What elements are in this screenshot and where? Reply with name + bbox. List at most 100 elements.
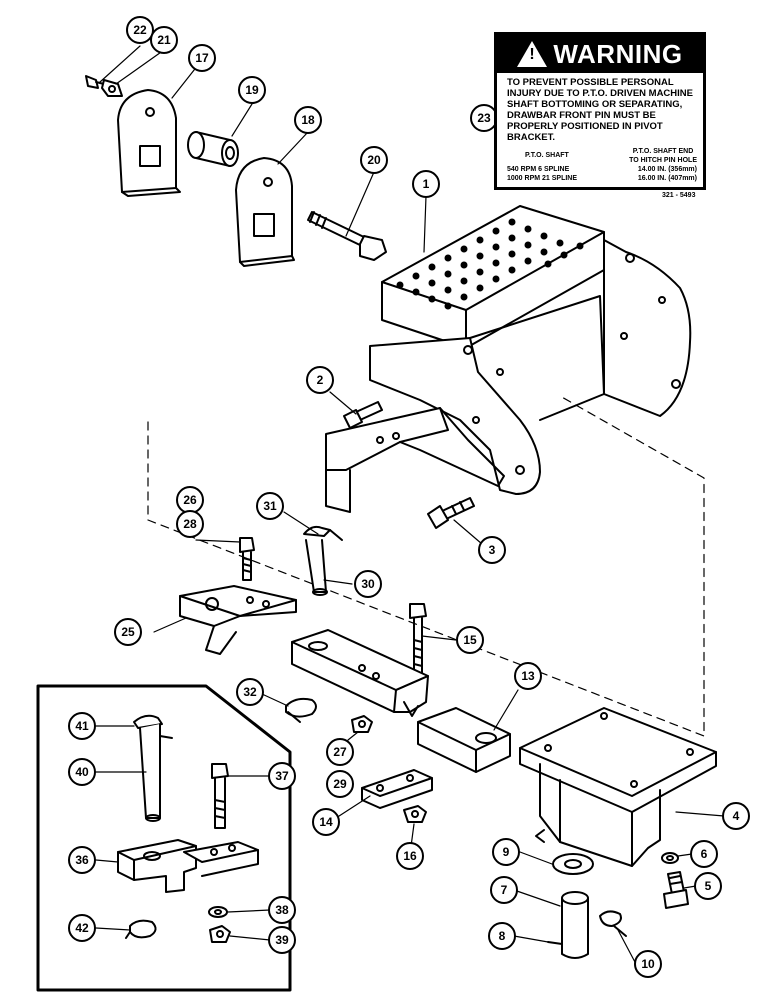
warning-col2-header-line2: TO HITCH PIN HOLE <box>629 157 697 164</box>
callout-26: 26 <box>176 486 204 514</box>
callout-14: 14 <box>312 808 340 836</box>
warning-row2-left: 1000 RPM 21 SPLINE <box>507 175 578 182</box>
callout-6: 6 <box>690 840 718 868</box>
svg-text:32: 32 <box>243 685 257 699</box>
svg-text:27: 27 <box>333 745 347 759</box>
callout-15: 15 <box>456 626 484 654</box>
callout-13: 13 <box>514 662 542 690</box>
svg-text:10: 10 <box>641 957 655 971</box>
warning-decal: WARNING TO PREVENT POSSIBLE PERSONAL INJ… <box>494 32 706 190</box>
callout-2: 2 <box>306 366 334 394</box>
part-40-pin <box>133 714 173 822</box>
callout-19: 19 <box>238 76 266 104</box>
part-20-bolt <box>307 211 387 261</box>
callout-8: 8 <box>488 922 516 950</box>
warning-table-header: P.T.O. SHAFT P.T.O. SHAFT END TO HITCH P… <box>507 147 697 165</box>
svg-text:15: 15 <box>463 633 477 647</box>
part-19-bushing <box>187 131 239 167</box>
part-13-drawbar-rear <box>417 707 511 773</box>
part-16-nut <box>403 805 427 823</box>
svg-text:7: 7 <box>501 883 508 897</box>
callout-30: 30 <box>354 570 382 598</box>
warning-col1-header: P.T.O. SHAFT <box>525 152 569 159</box>
svg-text:6: 6 <box>701 847 708 861</box>
warning-text: TO PREVENT POSSIBLE PERSONAL INJURY DUE … <box>507 77 693 143</box>
part-36-bracket <box>117 839 259 893</box>
svg-text:23: 23 <box>477 111 491 125</box>
svg-text:14: 14 <box>319 815 333 829</box>
svg-text:38: 38 <box>275 903 289 917</box>
svg-text:8: 8 <box>499 929 506 943</box>
callout-20: 20 <box>360 146 388 174</box>
callout-4: 4 <box>722 802 750 830</box>
svg-text:1: 1 <box>423 177 430 191</box>
svg-text:22: 22 <box>133 23 147 37</box>
part-28-bolt <box>239 537 255 581</box>
part-42-clip <box>125 919 157 939</box>
callout-10: 10 <box>634 950 662 978</box>
warning-title: WARNING <box>553 38 683 69</box>
inset-frame <box>36 684 292 992</box>
svg-text:4: 4 <box>733 809 740 823</box>
svg-text:39: 39 <box>275 933 289 947</box>
svg-text:16: 16 <box>403 849 417 863</box>
callout-1: 1 <box>412 170 440 198</box>
callout-29: 29 <box>326 770 354 798</box>
part-37-bolt <box>211 763 229 829</box>
part-18-plate <box>235 157 295 267</box>
svg-text:9: 9 <box>503 845 510 859</box>
svg-text:21: 21 <box>157 33 171 47</box>
svg-text:3: 3 <box>489 543 496 557</box>
svg-text:30: 30 <box>361 577 375 591</box>
callout-41: 41 <box>68 712 96 740</box>
part-14-plate <box>361 769 433 809</box>
part-15-bolt <box>409 603 427 677</box>
callout-42: 42 <box>68 914 96 942</box>
svg-text:26: 26 <box>183 493 197 507</box>
part-30-pin <box>303 525 343 596</box>
part-27-nut <box>351 715 373 733</box>
callout-7: 7 <box>490 876 518 904</box>
svg-text:13: 13 <box>521 669 535 683</box>
svg-text:20: 20 <box>367 153 381 167</box>
svg-text:17: 17 <box>195 51 209 65</box>
part-9-washer <box>552 853 594 875</box>
callout-16: 16 <box>396 842 424 870</box>
svg-text:29: 29 <box>333 777 347 791</box>
part-38-washer <box>208 906 228 918</box>
warning-row2-right: 16.00 IN. (407mm) <box>637 175 697 182</box>
callout-38: 38 <box>268 896 296 924</box>
svg-text:42: 42 <box>75 921 89 935</box>
svg-text:28: 28 <box>183 517 197 531</box>
callout-37: 37 <box>268 762 296 790</box>
callout-27: 27 <box>326 738 354 766</box>
callouts: 22 21 17 19 18 20 1 23 2 3 26 28 31 30 2… <box>68 16 750 978</box>
callout-9: 9 <box>492 838 520 866</box>
part-7-pin <box>547 891 589 959</box>
warning-row1-left: 540 RPM 6 SPLINE <box>507 166 570 173</box>
svg-text:5: 5 <box>705 879 712 893</box>
part-17-plate <box>117 89 181 197</box>
callout-36: 36 <box>68 846 96 874</box>
drawbar-front <box>291 629 429 717</box>
part-1-hitch-bracket <box>325 205 692 513</box>
part-6-washer <box>661 852 679 864</box>
svg-text:36: 36 <box>75 853 89 867</box>
svg-text:31: 31 <box>263 499 277 513</box>
svg-text:2: 2 <box>317 373 324 387</box>
warning-triangle-icon <box>517 41 548 67</box>
callout-40: 40 <box>68 758 96 786</box>
part-39-nut <box>209 925 231 943</box>
callout-23: 23 <box>470 104 498 132</box>
part-22-grease-fitting <box>85 75 105 89</box>
warning-row1-right: 14.00 IN. (356mm) <box>637 166 697 173</box>
callout-25: 25 <box>114 618 142 646</box>
part-25-bracket <box>179 585 297 655</box>
warning-col2-header: P.T.O. SHAFT END TO HITCH PIN HOLE <box>629 147 697 165</box>
svg-text:18: 18 <box>301 113 315 127</box>
svg-text:37: 37 <box>275 769 289 783</box>
part-3-bolt <box>427 497 475 529</box>
part-2-bolt <box>343 401 383 429</box>
callout-31: 31 <box>256 492 284 520</box>
part-32-clip <box>285 697 317 723</box>
